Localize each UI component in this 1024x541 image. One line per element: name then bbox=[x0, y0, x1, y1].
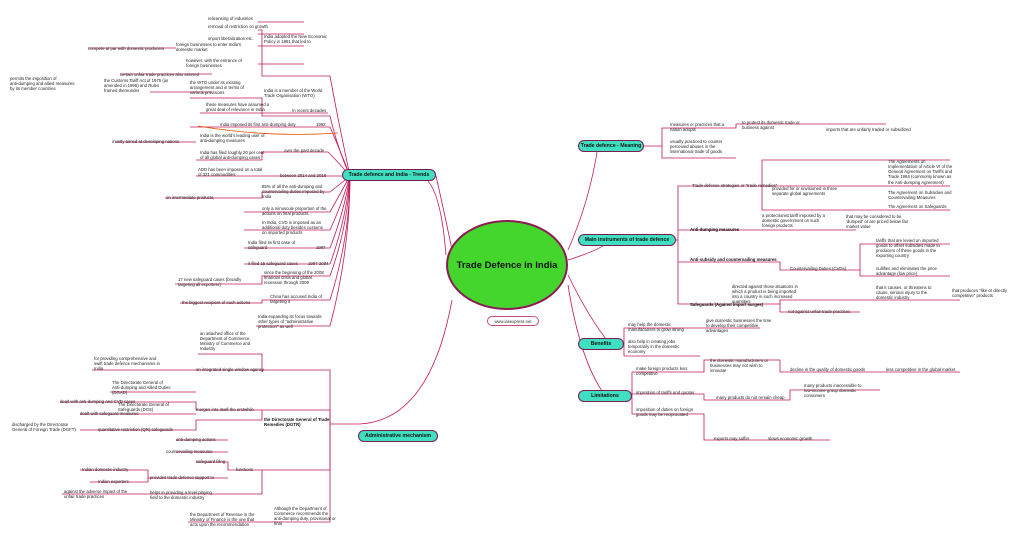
note-measures-relevance: these measures have assumed a great deal… bbox=[206, 102, 270, 113]
note-dgs: The Directorate General of Safeguards (D… bbox=[118, 402, 169, 413]
note-like-competitive: that produces "like or directly competit… bbox=[952, 288, 1008, 299]
note-dumped-priced: that may be considered to be 'dumped' or… bbox=[846, 214, 909, 230]
note-final-products: only a minuscule proportion of the actio… bbox=[262, 206, 327, 217]
note-serious-injury: that it causes, or threatens to cause, s… bbox=[876, 285, 932, 301]
note-quality-decline: decline in the quality of domestic goods bbox=[790, 367, 866, 372]
note-tariffs-quotas: imposition of tariffs and quotas bbox=[636, 390, 695, 395]
note-duties-reciprocated: imposition of duties on foreign goods ma… bbox=[636, 407, 694, 418]
note-leading-user: India is the world's leading user of ant… bbox=[200, 133, 265, 144]
note-functions: functions bbox=[236, 467, 254, 472]
note-321-commodities: ADD has been imposed on a total of 321 c… bbox=[198, 167, 263, 178]
note-countervailing-measures: countervailing measures bbox=[166, 449, 213, 454]
note-recent-decades: In recent decades bbox=[292, 108, 327, 113]
note-import-liberalization: import liberalization etc. bbox=[208, 36, 254, 41]
note-measures-nation-adopts: measures or practices that a nation adop… bbox=[670, 122, 725, 133]
note-merges: merges into itself the erstwhile bbox=[196, 407, 254, 412]
note-counter-abuses: usually practiced to counter perceived a… bbox=[670, 139, 723, 155]
note-dgtr: the Directorate General of Trade Remedie… bbox=[264, 417, 330, 428]
note-past-decade: over the past decade bbox=[284, 148, 325, 153]
note-safeguards-import-surges: Safeguards (Against import surges) bbox=[690, 302, 764, 307]
note-grow-strong: may help the domestic manufacturers to g… bbox=[628, 322, 684, 333]
branch-trends[interactable]: Trade defence and India - Trends bbox=[342, 169, 436, 181]
note-antidumping-actions: anti-dumping actions bbox=[176, 437, 216, 442]
note-trade-defence-support: provides trade defence support to bbox=[150, 475, 215, 480]
note-indian-exporters: Indian exporters bbox=[98, 479, 129, 484]
note-exports-suffer: exports may suffer bbox=[714, 436, 750, 441]
note-trade-remedies: Trade defence strategies or "trade remed… bbox=[692, 183, 778, 188]
branch-meaning[interactable]: Trade defence - Meaning bbox=[578, 140, 644, 152]
note-antisubsidy-measures: Anti-subsidy and countervailing measures bbox=[690, 257, 777, 262]
note-administrative-protection: India expanding its focus towards other … bbox=[258, 314, 322, 330]
note-less-competitive-foreign: make foreign products less competitive bbox=[636, 366, 688, 377]
note-compete-at-par: compete at par with domestic producers bbox=[88, 46, 165, 51]
note-permits-antidumping: permits the imposition of anti-dumping a… bbox=[10, 76, 75, 92]
note-safeguard-filing: safeguard filing bbox=[196, 459, 226, 464]
note-removal-restriction: removal of restriction on growth bbox=[208, 24, 268, 29]
site-link[interactable]: www.iasexpress.net bbox=[487, 316, 539, 326]
note-swift-mechanisms: for providing comprehensive and swift tr… bbox=[94, 356, 160, 372]
note-foreign-businesses-enter: foreign businesses to enter India's dome… bbox=[176, 42, 242, 53]
note-dgft: discharged by the Directorate General of… bbox=[12, 422, 76, 433]
note-single-window: an integrated single window agency bbox=[196, 367, 265, 372]
note-less-competitive-global: less competitive in the global market bbox=[886, 367, 956, 372]
branch-administrative-mechanism[interactable]: Administrative mechanism bbox=[358, 430, 438, 442]
note-dealt-antidumping: dealt with anti-dumping and CVD cases bbox=[60, 399, 136, 404]
note-tariffs-offset-subsidies: tariffs that are levied on imported good… bbox=[876, 238, 940, 259]
note-india-wto-member: India is a member of the World Trade Org… bbox=[264, 88, 323, 99]
note-cvd-additional: In India, CVD is imposed as an additiona… bbox=[262, 220, 323, 236]
note-antidumping-measures: Anti-dumping measures bbox=[690, 227, 740, 232]
note-protect-domestic: to protect its domestic trade or busines… bbox=[742, 120, 800, 131]
note-first-safeguard: India filed its first case of safeguard bbox=[248, 240, 296, 251]
note-intermediate-products: on intermediate products, bbox=[166, 195, 215, 200]
note-cvds: Countervailing Duties (CVDs) bbox=[790, 266, 847, 271]
note-unfair-trade-entered: certain unfair trade practices also ente… bbox=[120, 72, 200, 77]
note-creating-jobs: also help in creating jobs temporarily i… bbox=[628, 339, 680, 355]
note-inaccessible-products: many products inaccessible to low-income… bbox=[804, 383, 862, 399]
note-protectionist-tariff: a protectionist tariff imposed by a dome… bbox=[762, 213, 825, 229]
note-dgad: The Directorate General of Anti-dumping … bbox=[112, 380, 171, 396]
note-imports-unfair: imports that are unfairly traded or subs… bbox=[826, 127, 911, 132]
note-year-1997: 1997 bbox=[316, 245, 326, 250]
note-20-percent-cases: India has filed roughly 20 per cent of a… bbox=[200, 150, 265, 161]
note-not-innovate: the domestic manufacturers or businesses… bbox=[710, 358, 769, 374]
note-three-agreements: provided for or envisioned in three sepa… bbox=[772, 186, 837, 197]
note-year-1992: 1992 bbox=[316, 122, 326, 127]
note-attached-office: an attached office of the Department of … bbox=[200, 331, 251, 352]
note-increased-quantities: directed against those situations in whi… bbox=[732, 284, 798, 305]
note-safeguards-agreement: The Agreement on Safeguards bbox=[888, 204, 947, 209]
note-department-revenue: the Department of Revenue in the Ministr… bbox=[190, 512, 255, 528]
branch-limitations[interactable]: Limitations bbox=[578, 390, 632, 402]
central-topic: Trade Defence in India bbox=[446, 220, 568, 310]
note-new-economic-policy: India adopted the New Economic Policy in… bbox=[264, 34, 328, 45]
note-not-unfair: not against unfair trade practices bbox=[788, 309, 851, 314]
note-wto-arrangement: the WTO under its existing arrangement a… bbox=[190, 80, 244, 96]
note-department-commerce: Although the Department of Commerce reco… bbox=[274, 506, 336, 527]
note-15-safeguard: it filed 15 safeguard cases bbox=[248, 261, 298, 266]
note-indian-domestic-industry: Indian domestic industry bbox=[82, 467, 129, 472]
note-qr-safeguards: quantitative restriction (QR) safeguards bbox=[98, 427, 173, 432]
note-2008-crisis: since the beginning of the 2008 financia… bbox=[264, 270, 324, 286]
note-slows-growth: slows economic growth bbox=[768, 436, 813, 441]
note-china-accused: China has accused India of targeting it bbox=[270, 294, 322, 305]
note-developing-nations: mostly aimed at developing nations bbox=[112, 139, 180, 144]
note-level-playing-field: helps in providing a level playing field… bbox=[150, 490, 212, 501]
note-relicensing: relicensing of industries bbox=[208, 16, 253, 21]
note-17-safeguard: 17 new safeguard cases (broadly targetin… bbox=[178, 277, 242, 288]
note-adverse-impact: against the adverse impact of the unfair… bbox=[64, 489, 128, 500]
note-2014-2018: between 2014 and 2018 bbox=[280, 173, 327, 178]
note-biggest-recipient: the biggest recipient of such actions bbox=[182, 300, 251, 305]
note-1997-2004: 1997-2004 bbox=[308, 261, 329, 266]
branch-instruments[interactable]: Main instruments of trade defence bbox=[578, 234, 676, 246]
note-85-percent: 85% of all the anti-dumping and counterv… bbox=[262, 184, 325, 200]
note-nullifies-price: nullifies and eliminates the price advan… bbox=[876, 266, 937, 277]
note-first-antidumping: India imposed its first anti-dumping dut… bbox=[220, 122, 296, 127]
branch-benefits[interactable]: Benefits bbox=[578, 338, 624, 350]
note-not-cheap: many products do not remain cheap bbox=[716, 395, 785, 400]
note-entrance-foreign: however, with the entrance of foreign bu… bbox=[186, 58, 242, 69]
note-dealt-safeguard: dealt with safeguard measures bbox=[80, 411, 139, 416]
note-article-vi-agreement: The Agreements on Implementation of Arti… bbox=[888, 159, 953, 185]
note-subsidies-agreement: The Agreement on Subsidies and Counterva… bbox=[888, 190, 952, 201]
note-customs-tariff-act: the Customs Tariff Act of 1975 (as amend… bbox=[104, 78, 169, 94]
note-competitive-advantages: give domestic businesses the time to dev… bbox=[706, 318, 772, 334]
